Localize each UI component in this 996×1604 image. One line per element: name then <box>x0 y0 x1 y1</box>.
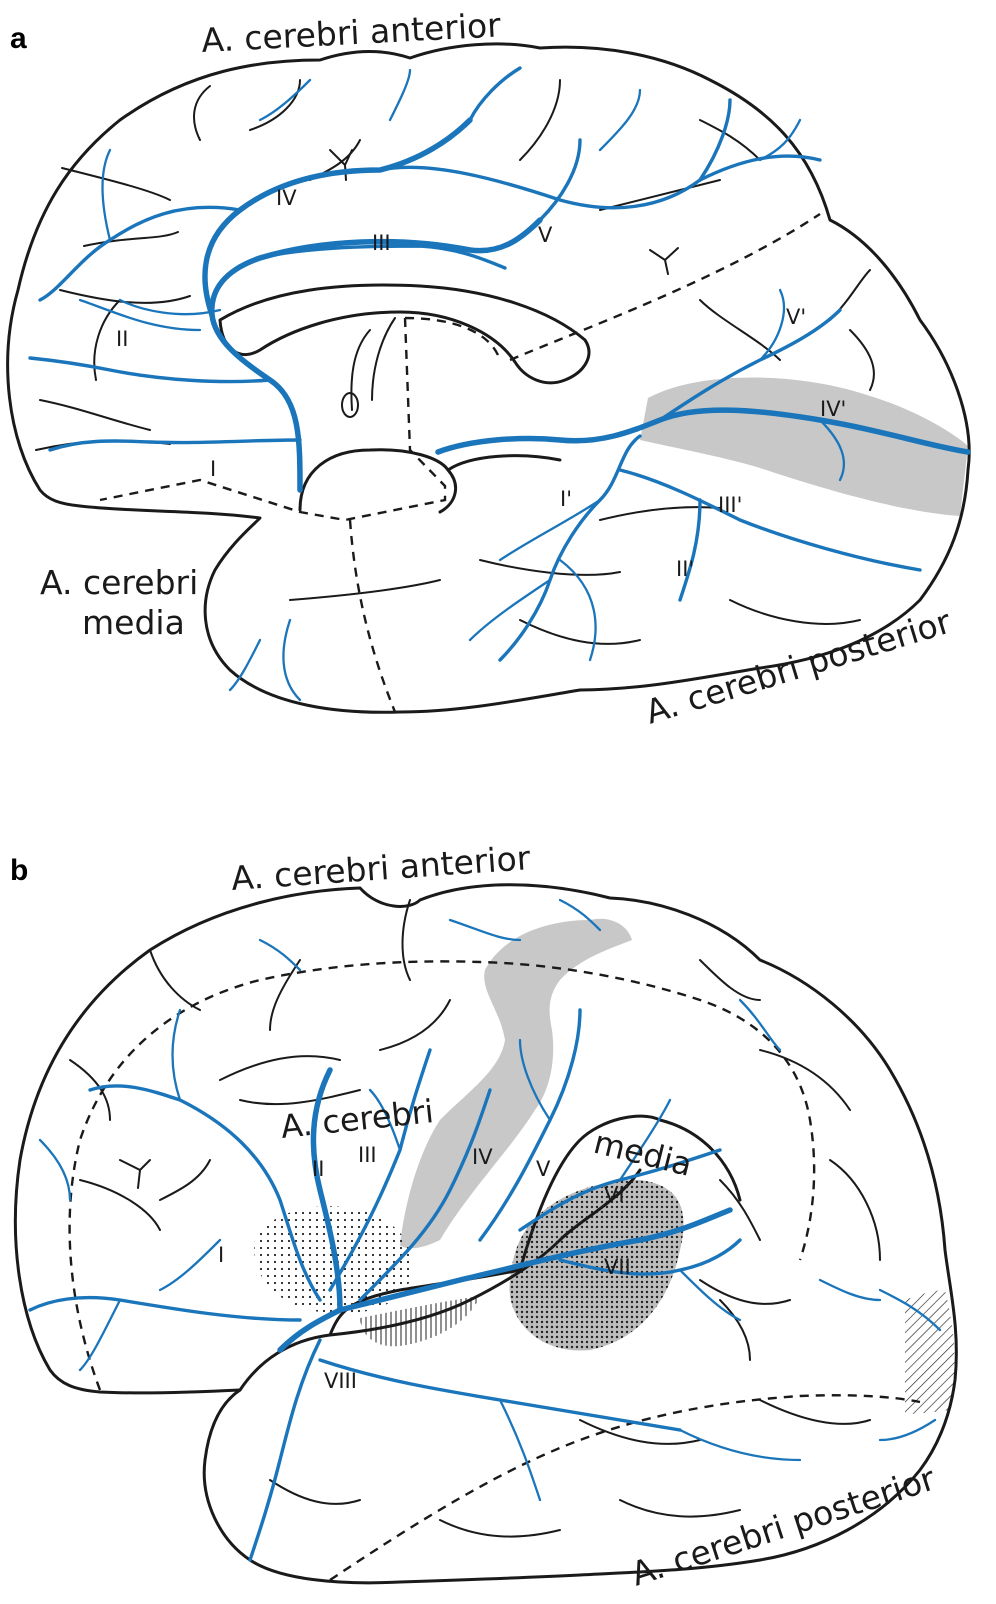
panel-b-territory-I: I <box>218 1243 224 1267</box>
panel-a-corpus-callosum <box>218 283 591 385</box>
panel-a-sulci <box>35 79 875 645</box>
panel-b-diagonal-hatch <box>905 1290 955 1414</box>
panel-a-territory-V: V <box>538 223 553 247</box>
panel-b-hemisphere-outline <box>13 883 958 1585</box>
panel-a-midbrain <box>298 448 458 514</box>
panel-b-territory-VI: VI <box>604 1183 625 1207</box>
panel-a-territory-III: III <box>372 231 391 255</box>
panel-b-arteries <box>28 898 942 1562</box>
panel-b-territory-IV: IV <box>472 1145 493 1169</box>
panel-a-territory-V-prime: V' <box>786 305 806 329</box>
panel-a-territory-IV: IV <box>276 186 297 210</box>
panel-b-label-media-1: A. cerebri <box>279 1092 436 1146</box>
panel-a-label-anterior: A. cerebri anterior <box>200 5 502 60</box>
panel-a-territory-III-prime: III' <box>718 493 742 517</box>
panel-a-territory-I: I <box>210 457 216 481</box>
panel-b: b <box>10 838 958 1594</box>
panel-a-letter: a <box>10 22 27 55</box>
panel-a-hemisphere-outline <box>6 42 971 714</box>
panel-a-label-media-2: media <box>82 603 185 642</box>
panel-b-label-anterior: A. cerebri anterior <box>230 838 532 898</box>
panel-b-sulci <box>69 899 881 1538</box>
panel-b-territory-VIII: VIII <box>324 1369 357 1393</box>
panel-b-temporal-lobe <box>238 1168 642 1392</box>
panel-b-territory-II: II <box>312 1157 324 1181</box>
panel-a-arteries <box>28 66 971 702</box>
panel-b-territory-III: III <box>358 1143 377 1167</box>
panel-a-territory-II: II <box>116 327 128 351</box>
panel-a-territory-IV-prime: IV' <box>820 397 846 421</box>
panel-b-territory-V: V <box>536 1157 551 1181</box>
panel-a-label-media-1: A. cerebri <box>40 563 198 602</box>
panel-a-territory-I-prime: I' <box>560 487 572 511</box>
panel-a-territory-II-prime: II' <box>676 557 694 581</box>
panel-b-territory-boundary <box>68 960 816 1391</box>
panel-b-territory-VII: VII <box>604 1255 631 1279</box>
panel-b-letter: b <box>10 854 28 887</box>
panel-b-label-posterior: A. cerebri posterior <box>626 1458 940 1593</box>
panel-a: a <box>6 5 971 732</box>
panel-b-dense-dotted-area <box>509 1180 684 1351</box>
panel-b-shaded-gyrus <box>400 918 632 1249</box>
